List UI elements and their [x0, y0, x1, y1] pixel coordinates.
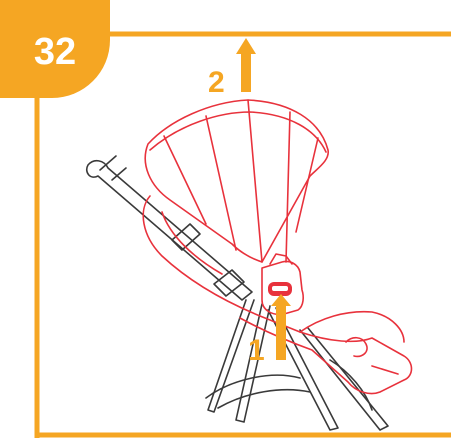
release-button: [268, 282, 292, 296]
seat-body: [142, 195, 413, 395]
release-handle-housing: [261, 260, 304, 316]
up-arrow-icon: 1: [248, 294, 291, 367]
frame-clamp: [171, 223, 201, 251]
seat-unit: [142, 99, 413, 395]
frame-clamp: [213, 269, 245, 297]
up-arrow-icon: 2: [208, 38, 256, 99]
step-number: 32: [34, 31, 76, 73]
step-badge: 32: [0, 0, 110, 98]
handlebar: [85, 159, 253, 301]
arrow-1-label: 1: [248, 334, 265, 367]
stroller-frame: [85, 155, 389, 431]
arrow-2-label: 2: [208, 66, 225, 99]
step-badge-shape: [0, 0, 110, 98]
front-leg: [207, 299, 255, 413]
panel-frame: [34, 31, 451, 438]
seat-hinge: [345, 336, 368, 358]
rear-leg: [267, 307, 339, 431]
canopy: [144, 99, 329, 263]
